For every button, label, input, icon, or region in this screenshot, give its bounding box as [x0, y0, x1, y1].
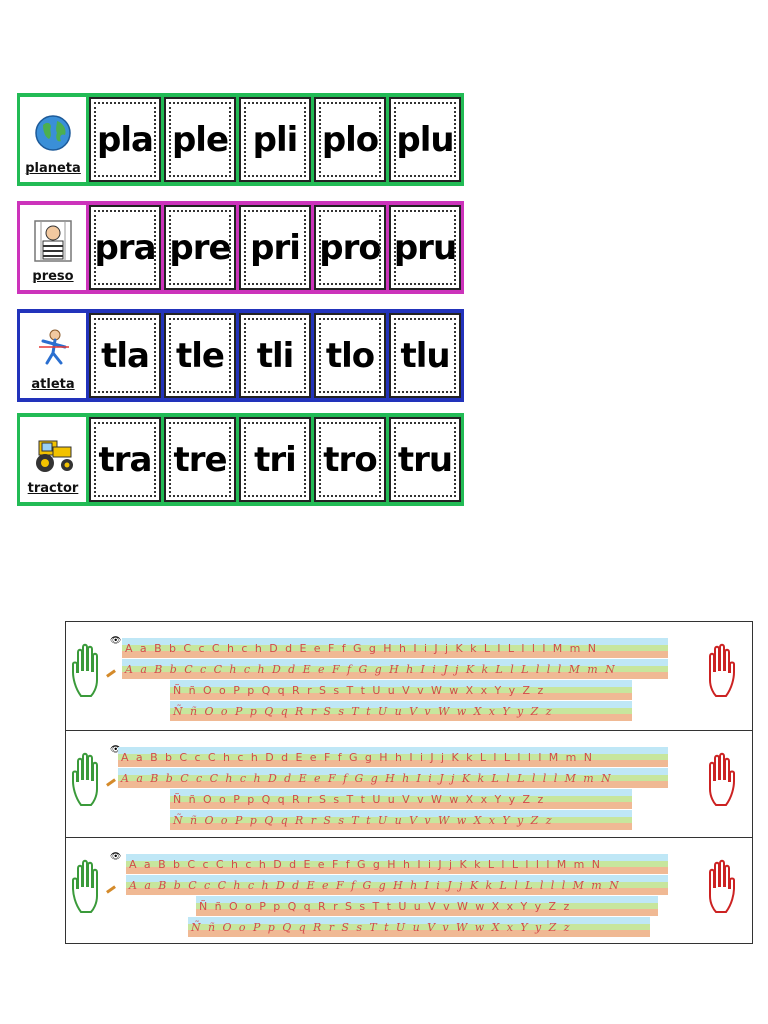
- alphabet-strip-panel: 👁 AaBbCcChchDdEeFfGgHhIiJjKkLlLlllMmN Aa…: [65, 621, 753, 944]
- syllable-text: pre: [169, 227, 231, 268]
- right-hand-icon: [709, 859, 735, 913]
- picture-word: planeta: [25, 161, 81, 176]
- syllable-card: tlu: [389, 313, 461, 398]
- syllable-card: ple: [164, 97, 236, 182]
- syllable-card: plo: [314, 97, 386, 182]
- syllable-text: ple: [171, 119, 229, 160]
- alphabet-line-upper-cursive: AaBbCcChchDdEeFfGgHhIiJjKkLlLlllMmN: [118, 768, 668, 788]
- alphabet-line-lower-cursive: ÑñOoPpQqRrSsTtUuVvWwXxYyZz: [188, 917, 650, 937]
- syllable-text: tlu: [400, 335, 450, 376]
- syllable-text: tle: [176, 335, 225, 376]
- syllable-card: pro: [314, 205, 386, 290]
- alphabet-line-lower: ÑñOoPpQqRrSsTtUuVvWwXxYyZz: [170, 789, 632, 809]
- alphabet-strip: 👁 AaBbCcChchDdEeFfGgHhIiJjKkLlLlllMmN Aa…: [66, 730, 752, 837]
- picture-word: preso: [32, 269, 74, 284]
- picture-card: atleta: [20, 313, 86, 398]
- alphabet-line-lower: ÑñOoPpQqRrSsTtUuVvWwXxYyZz: [196, 896, 658, 916]
- alphabet-line-upper: AaBbCcChchDdEeFfGgHhIiJjKkLlLlllMmN: [122, 638, 668, 658]
- prisoner-icon: [29, 219, 77, 269]
- alphabet-line-lower: ÑñOoPpQqRrSsTtUuVvWwXxYyZz: [170, 680, 632, 700]
- syllable-text: tlo: [325, 335, 375, 376]
- syllable-text: tri: [254, 439, 297, 480]
- left-hand-icon: [72, 859, 98, 913]
- alphabet-line-upper-cursive: AaBbCcChchDdEeFfGgHhIiJjKkLlLlllMmN: [126, 875, 668, 895]
- syllable-card: tru: [389, 417, 461, 502]
- syllable-text: pru: [393, 227, 457, 268]
- picture-word: atleta: [31, 377, 75, 392]
- syllable-card: tre: [164, 417, 236, 502]
- left-hand-icon: [72, 643, 98, 697]
- syllable-card: pli: [239, 97, 311, 182]
- syllable-card: plu: [389, 97, 461, 182]
- right-hand-icon: [709, 643, 735, 697]
- syllable-text: pli: [252, 119, 299, 160]
- syllable-card: tra: [89, 417, 161, 502]
- syllable-text: tro: [323, 439, 377, 480]
- syllable-text: pro: [319, 227, 381, 268]
- syllable-card: pla: [89, 97, 161, 182]
- globe-icon: [29, 111, 77, 161]
- tractor-icon: [29, 431, 77, 481]
- syllable-card: tla: [89, 313, 161, 398]
- syllable-text: tli: [256, 335, 295, 376]
- alphabet-strip: 👁 AaBbCcChchDdEeFfGgHhIiJjKkLlLlllMmN Aa…: [66, 837, 752, 944]
- right-hand-icon: [709, 752, 735, 806]
- alphabet-line-lower-cursive: ÑñOoPpQqRrSsTtUuVvWwXxYyZz: [170, 810, 632, 830]
- syllable-text: pra: [94, 227, 156, 268]
- syllable-card: tle: [164, 313, 236, 398]
- syllable-text: pri: [250, 227, 301, 268]
- eye-icon: 👁: [110, 852, 122, 862]
- syllable-text: plu: [396, 119, 454, 160]
- alphabet-strip: 👁 AaBbCcChchDdEeFfGgHhIiJjKkLlLlllMmN Aa…: [66, 622, 752, 729]
- syllable-text: tru: [397, 439, 453, 480]
- syllable-card: tri: [239, 417, 311, 502]
- alphabet-line-upper: AaBbCcChchDdEeFfGgHhIiJjKkLlLlllMmN: [118, 747, 668, 767]
- picture-card: preso: [20, 205, 86, 290]
- syllable-card: pre: [164, 205, 236, 290]
- syllable-text: tra: [98, 439, 153, 480]
- syllable-card: pri: [239, 205, 311, 290]
- alphabet-line-upper-cursive: AaBbCcChchDdEeFfGgHhIiJjKkLlLlllMmN: [122, 659, 668, 679]
- athlete-icon: [29, 327, 77, 377]
- alphabet-line-upper: AaBbCcChchDdEeFfGgHhIiJjKkLlLlllMmN: [126, 854, 668, 874]
- syllable-text: tla: [101, 335, 150, 376]
- picture-card: planeta: [20, 97, 86, 182]
- syllable-card: pra: [89, 205, 161, 290]
- syllable-card: pru: [389, 205, 461, 290]
- alphabet-line-lower-cursive: ÑñOoPpQqRrSsTtUuVvWwXxYyZz: [170, 701, 632, 721]
- eye-icon: 👁: [110, 636, 122, 646]
- syllable-card: tli: [239, 313, 311, 398]
- syllable-text: tre: [173, 439, 227, 480]
- syllable-card: tlo: [314, 313, 386, 398]
- syllable-text: plo: [321, 119, 379, 160]
- eye-icon: 👁: [110, 745, 122, 755]
- syllable-card: tro: [314, 417, 386, 502]
- syllable-text: pla: [97, 119, 154, 160]
- picture-word: tractor: [27, 481, 79, 496]
- left-hand-icon: [72, 752, 98, 806]
- picture-card: tractor: [20, 417, 86, 502]
